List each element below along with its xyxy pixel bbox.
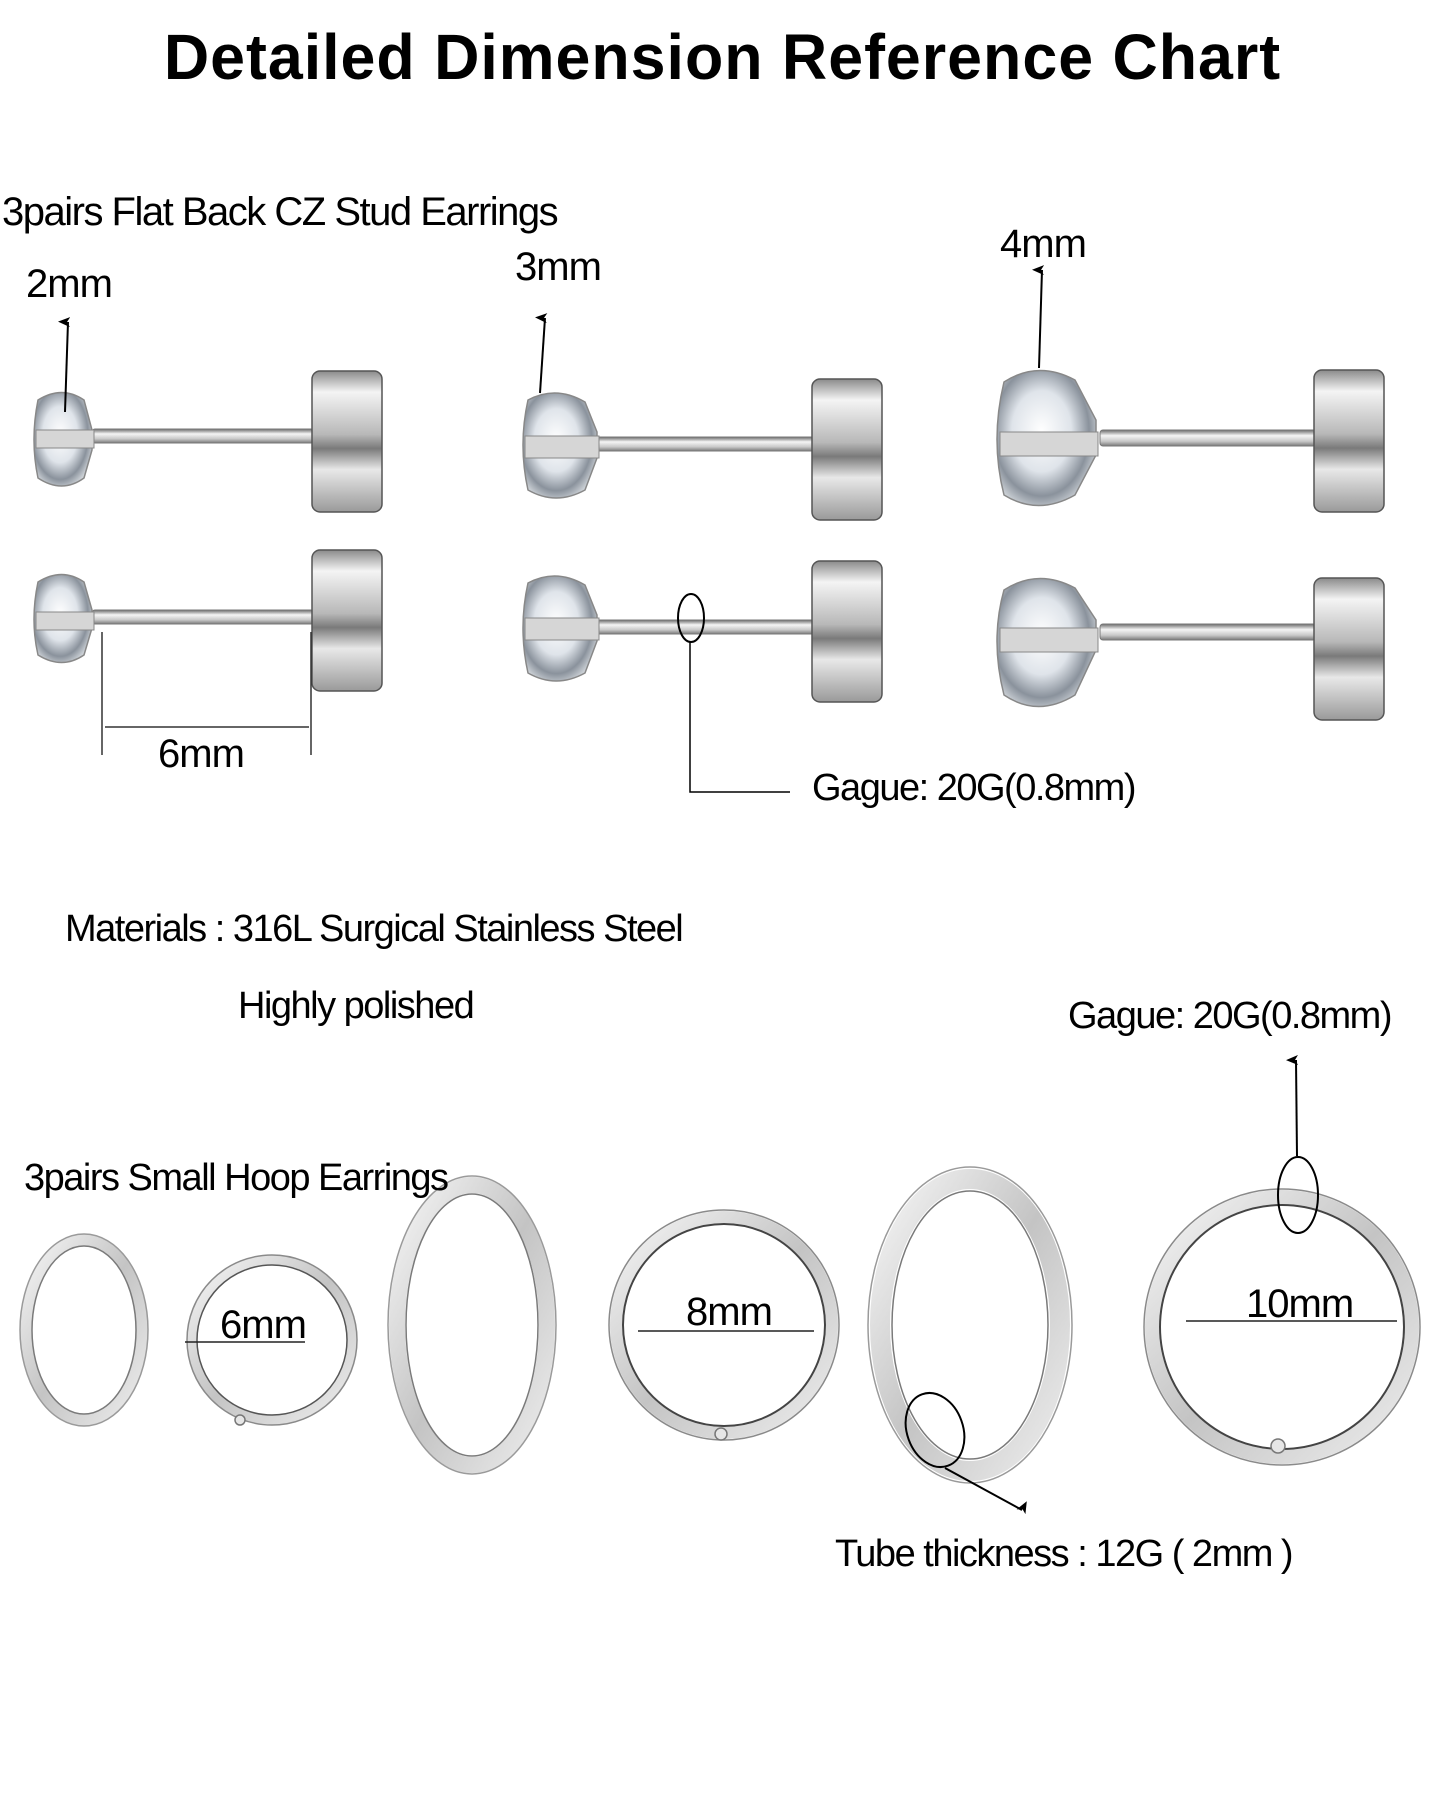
hoop-size-label-10mm: 10mm xyxy=(1246,1282,1354,1326)
arrow-4mm xyxy=(1032,265,1045,369)
stud-size-label-3mm: 3mm xyxy=(515,245,602,289)
stud-gauge-label: Gague: 20G(0.8mm) xyxy=(812,767,1136,809)
studs-heading: 3pairs Flat Back CZ Stud Earrings xyxy=(2,190,559,234)
hoop-size-label-6mm: 6mm xyxy=(220,1303,307,1347)
tube-thickness-label: Tube thickness : 12G ( 2mm ) xyxy=(835,1533,1294,1575)
stud-2mm-top xyxy=(33,370,383,513)
materials-label: Materials : 316L Surgical Stainless Stee… xyxy=(65,908,684,950)
hoop-6mm-side xyxy=(20,1234,148,1426)
hoop-size-label-8mm: 8mm xyxy=(686,1290,773,1334)
stud-size-label-2mm: 2mm xyxy=(26,262,113,306)
stud-3mm-bottom xyxy=(522,560,883,703)
stud-2mm-bottom xyxy=(33,549,383,692)
stud-4mm-top xyxy=(996,369,1385,513)
arrow-3mm xyxy=(535,313,548,394)
hoop-8mm-side xyxy=(389,1177,555,1473)
arrow-2mm xyxy=(58,317,71,413)
hoop-10mm-front xyxy=(1145,1190,1419,1464)
hoop-gauge-label: Gague: 20G(0.8mm) xyxy=(1068,995,1392,1037)
hoops-heading: 3pairs Small Hoop Earrings xyxy=(24,1157,449,1199)
stud-size-label-4mm: 4mm xyxy=(1000,222,1087,266)
hoop-10mm-side xyxy=(870,1169,1070,1481)
stud-3mm-top xyxy=(522,378,883,521)
post-length-label: 6mm xyxy=(158,732,245,776)
page-title: Detailed Dimension Reference Chart xyxy=(163,21,1282,93)
hoop-6mm-front xyxy=(187,1255,357,1425)
stud-4mm-bottom xyxy=(996,577,1385,721)
finish-label: Highly polished xyxy=(238,985,475,1027)
